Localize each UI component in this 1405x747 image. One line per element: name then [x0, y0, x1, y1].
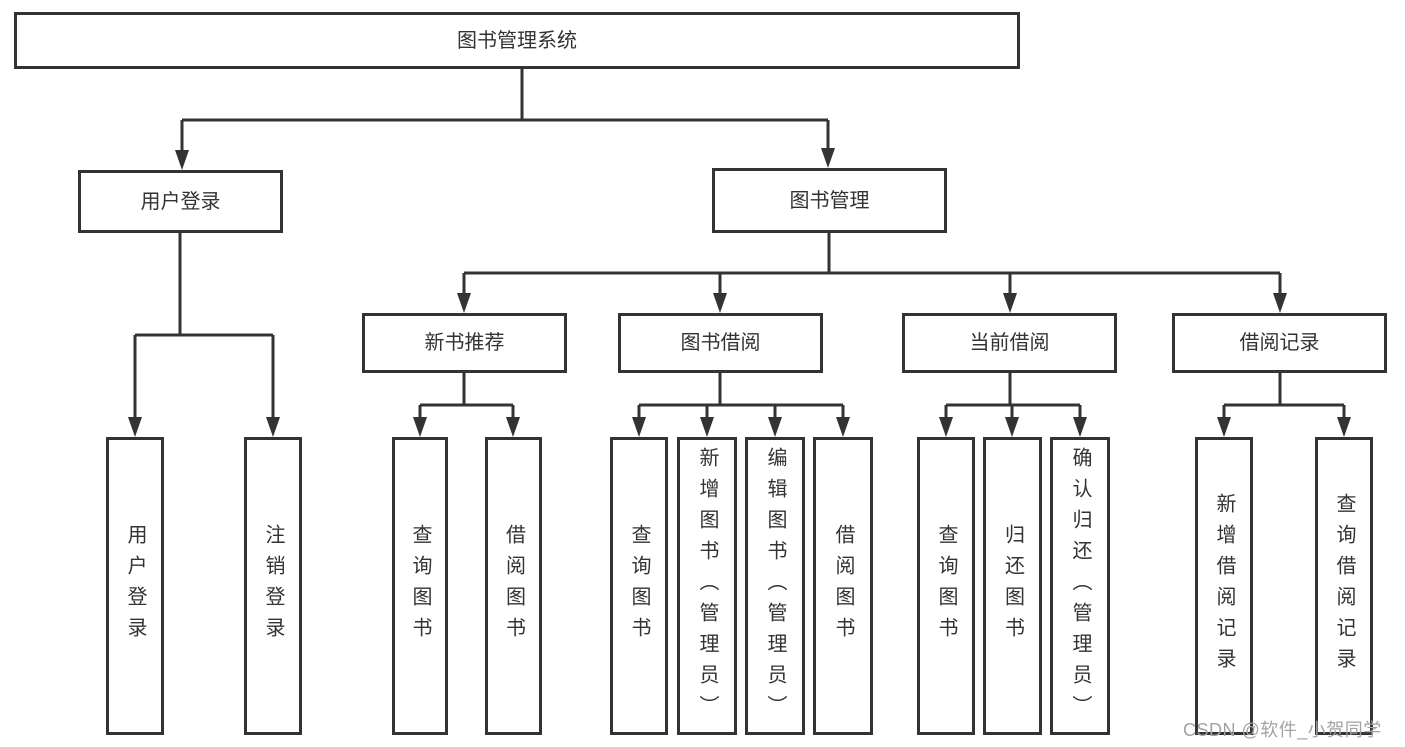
watermark: CSDN @软件_小贺同学: [1183, 720, 1382, 740]
leaf-bb-add-books-admin: 新增图书（管理员）: [677, 437, 737, 735]
leaf-bb-query-books: 查询图书: [610, 437, 668, 735]
node-new-book-recommend: 新书推荐: [362, 313, 567, 373]
node-root: 图书管理系统: [14, 12, 1020, 69]
leaf-user-login: 用户登录: [106, 437, 164, 735]
node-borrow-records: 借阅记录: [1172, 313, 1387, 373]
node-current-borrow: 当前借阅: [902, 313, 1117, 373]
leaf-nbr-query-books: 查询图书: [392, 437, 448, 735]
node-book-borrow: 图书借阅: [618, 313, 823, 373]
leaf-cb-query-books: 查询图书: [917, 437, 975, 735]
leaf-br-query-record: 查询借阅记录: [1315, 437, 1373, 735]
leaf-bb-edit-books-admin: 编辑图书（管理员）: [745, 437, 805, 735]
node-user-login: 用户登录: [78, 170, 283, 233]
node-book-management: 图书管理: [712, 168, 947, 233]
leaf-logout: 注销登录: [244, 437, 302, 735]
leaf-cb-confirm-return-admin: 确认归还（管理员）: [1050, 437, 1110, 735]
leaf-nbr-borrow-books: 借阅图书: [485, 437, 542, 735]
leaf-br-add-record: 新增借阅记录: [1195, 437, 1253, 735]
arrowheads: [128, 148, 1351, 437]
leaf-cb-return-books: 归还图书: [983, 437, 1042, 735]
leaf-bb-borrow-books: 借阅图书: [813, 437, 873, 735]
